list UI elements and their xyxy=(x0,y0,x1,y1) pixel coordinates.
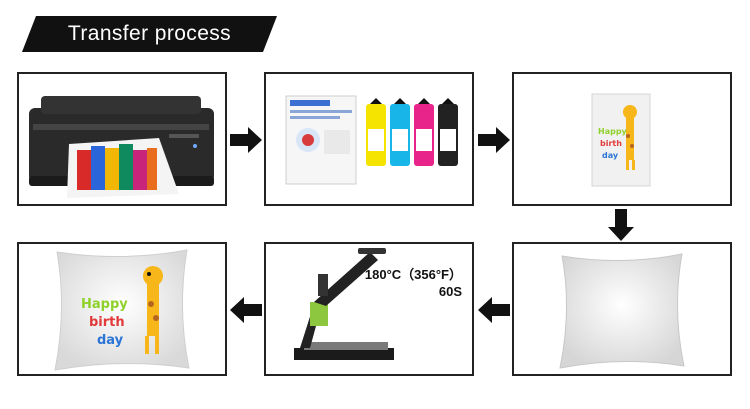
printed-transfer-icon: Happy birth day xyxy=(591,93,651,187)
arrow-right-1 xyxy=(228,126,264,154)
svg-text:day: day xyxy=(602,151,619,160)
step-4-blank-pillow-box xyxy=(512,242,732,376)
blank-pillow-icon xyxy=(559,253,685,369)
finished-pillow-icon: Happy birth day xyxy=(54,249,190,371)
svg-text:birth: birth xyxy=(600,139,622,148)
printer-icon xyxy=(29,96,214,198)
paper-and-ink-icon xyxy=(285,95,458,185)
arrow-left-2 xyxy=(228,296,264,324)
step-3-transfer-box: Happy birth day xyxy=(512,72,732,206)
step-5-heat-press-box: 180°C（356°F） 60S xyxy=(264,242,474,376)
time-label: 60S xyxy=(438,284,462,299)
step-1-printer-box xyxy=(17,72,227,206)
temperature-label: 180°C（356°F） xyxy=(364,267,462,282)
svg-text:Happy: Happy xyxy=(598,127,628,136)
heat-press-icon xyxy=(294,248,394,360)
arrow-right-2 xyxy=(476,126,512,154)
arrow-left-1 xyxy=(476,296,512,324)
arrow-down xyxy=(607,207,635,243)
title-banner: Transfer process xyxy=(22,16,277,52)
giraffe-text-1: Happy xyxy=(81,297,128,312)
giraffe-text-3: day xyxy=(97,333,124,348)
step-6-finished-pillow-box: Happy birth day xyxy=(17,242,227,376)
page-title: Transfer process xyxy=(67,22,232,45)
step-2-supplies-box xyxy=(264,72,474,206)
giraffe-text-2: birth xyxy=(89,315,125,330)
